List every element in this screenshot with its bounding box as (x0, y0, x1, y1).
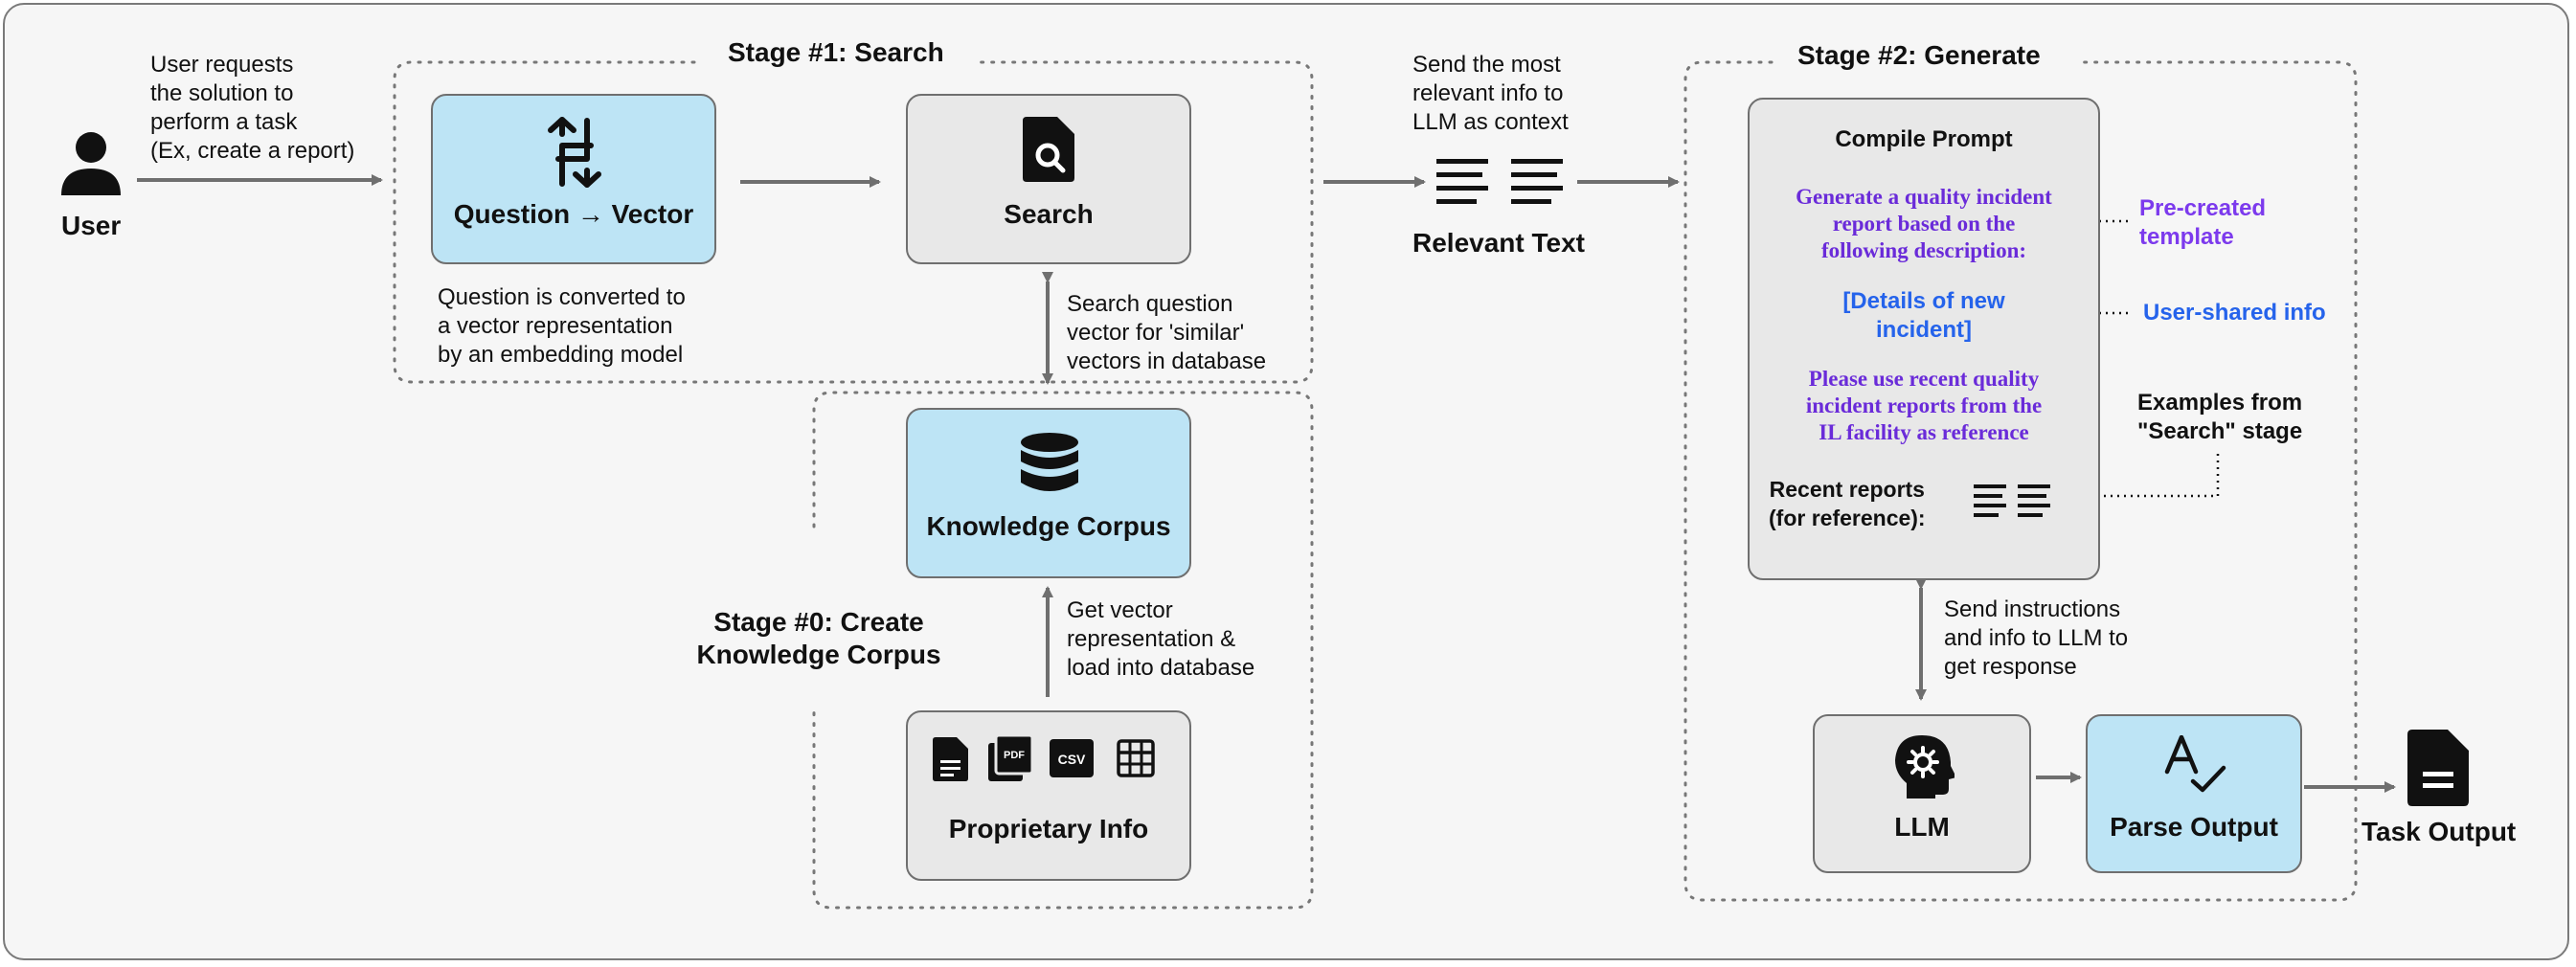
stage-1-title: Stage #1: Search (728, 37, 944, 67)
document-icon (933, 737, 968, 781)
user-label: User (61, 211, 122, 240)
table-icon (1117, 739, 1155, 777)
incident-details-placeholder: [Details of new incident] (1842, 288, 2005, 343)
pre-created-template-tag: Pre-created template (2139, 195, 2267, 250)
user-request-note: User requests the solution to perform a … (150, 52, 355, 164)
compile-prompt-title: Compile Prompt (1835, 126, 2013, 152)
ai-head-icon (1895, 735, 1955, 798)
vector-conversion-icon (548, 117, 601, 188)
stage-2-title: Stage #2: Generate (1797, 40, 2041, 70)
pointer-examples (2068, 454, 2220, 501)
reference-instruction-text: Please use recent quality incident repor… (1805, 367, 2043, 444)
template-text: Generate a quality incident report based… (1796, 185, 2052, 262)
send-context-note: Send the most relevant info to LLM as co… (1412, 52, 1569, 135)
stage-0-region (812, 391, 1314, 910)
search-label: Search (1004, 199, 1094, 229)
search-box: Search (906, 94, 1191, 264)
stage-1-region (393, 60, 1314, 384)
recent-reports-icon (1974, 484, 2050, 517)
load-database-note: Get vector representation & load into da… (1067, 597, 1255, 681)
spellcheck-icon (2164, 735, 2226, 793)
question-vector-box: Question → Vector (431, 94, 716, 264)
parse-output-label: Parse Output (2110, 812, 2278, 842)
csv-icon: CSV (1050, 739, 1094, 777)
pdf-icon-text: PDF (1004, 750, 1025, 761)
proprietary-info-box: PDF CSV Proprietary Info (906, 710, 1191, 881)
task-output-label: Task Output (2361, 817, 2517, 846)
knowledge-corpus-box: Knowledge Corpus (906, 408, 1191, 578)
csv-icon-text: CSV (1058, 752, 1086, 767)
pdf-icon: PDF (988, 735, 1032, 781)
knowledge-corpus-label: Knowledge Corpus (926, 511, 1171, 541)
send-instructions-note: Send instructions and info to LLM to get… (1944, 596, 2129, 680)
similar-vectors-note: Search question vector for 'similar' vec… (1067, 291, 1267, 374)
user-icon (61, 132, 121, 195)
stage-2-region (1683, 60, 2358, 902)
document-search-icon (1023, 117, 1074, 182)
embedding-note: Question is converted to a vector repres… (438, 284, 686, 368)
compile-prompt-box: Compile Prompt Generate a quality incide… (1748, 98, 2100, 580)
proprietary-info-label: Proprietary Info (948, 814, 1149, 843)
database-icon (1021, 433, 1078, 491)
examples-from-search-tag: Examples from "Search" stage (2137, 390, 2303, 444)
stage-0-title: Stage #0: Create Knowledge Corpus (696, 607, 941, 669)
task-output-document-icon (2407, 730, 2469, 806)
llm-box: LLM (1813, 714, 2031, 873)
recent-reports-label: Recent reports (for reference): (1769, 477, 1926, 530)
parse-output-box: Parse Output (2086, 714, 2302, 873)
question-vector-label: Question → Vector (453, 199, 694, 229)
llm-label: LLM (1894, 812, 1950, 842)
relevant-text-label: Relevant Text (1412, 228, 1585, 258)
text-lines-icon (1436, 159, 1563, 204)
user-shared-info-tag: User-shared info (2143, 300, 2326, 326)
